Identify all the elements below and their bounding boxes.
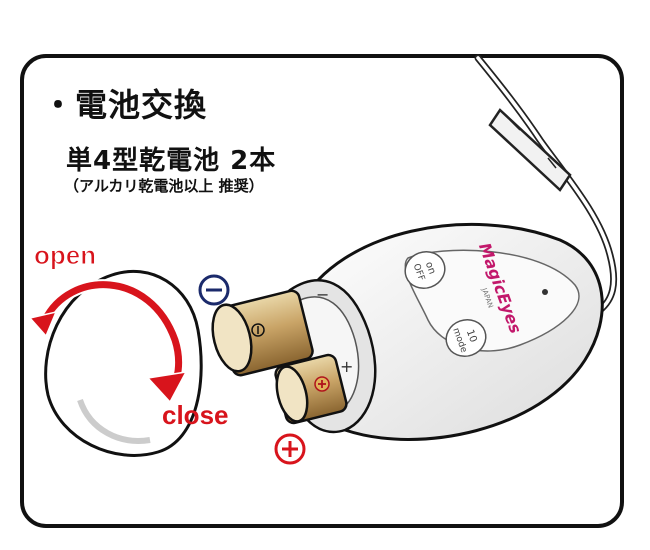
power-button-label-top: on [423, 260, 438, 275]
battery-negative [211, 289, 314, 377]
rotation-arrow [28, 279, 188, 404]
battery-note: （アルカリ乾電池以上 推奨） [64, 177, 264, 195]
section-title: ・電池交換 [42, 80, 207, 126]
power-button[interactable] [400, 246, 450, 294]
open-label: open [33, 240, 97, 271]
compartment-plus: + [340, 357, 353, 376]
battery-positive [274, 353, 348, 425]
cable [474, 54, 618, 314]
title-text: 電池交換 [75, 86, 208, 124]
compartment-minus: − [316, 285, 329, 304]
title-bullet: ・ [42, 86, 76, 124]
close-label: close [162, 400, 229, 430]
minus-marker [198, 274, 230, 306]
mode-button-label-top: 10 [464, 328, 479, 344]
mode-button[interactable] [441, 314, 491, 362]
plus-marker [274, 433, 306, 465]
battery-spec: 単4型乾電池 2本 [66, 146, 277, 176]
